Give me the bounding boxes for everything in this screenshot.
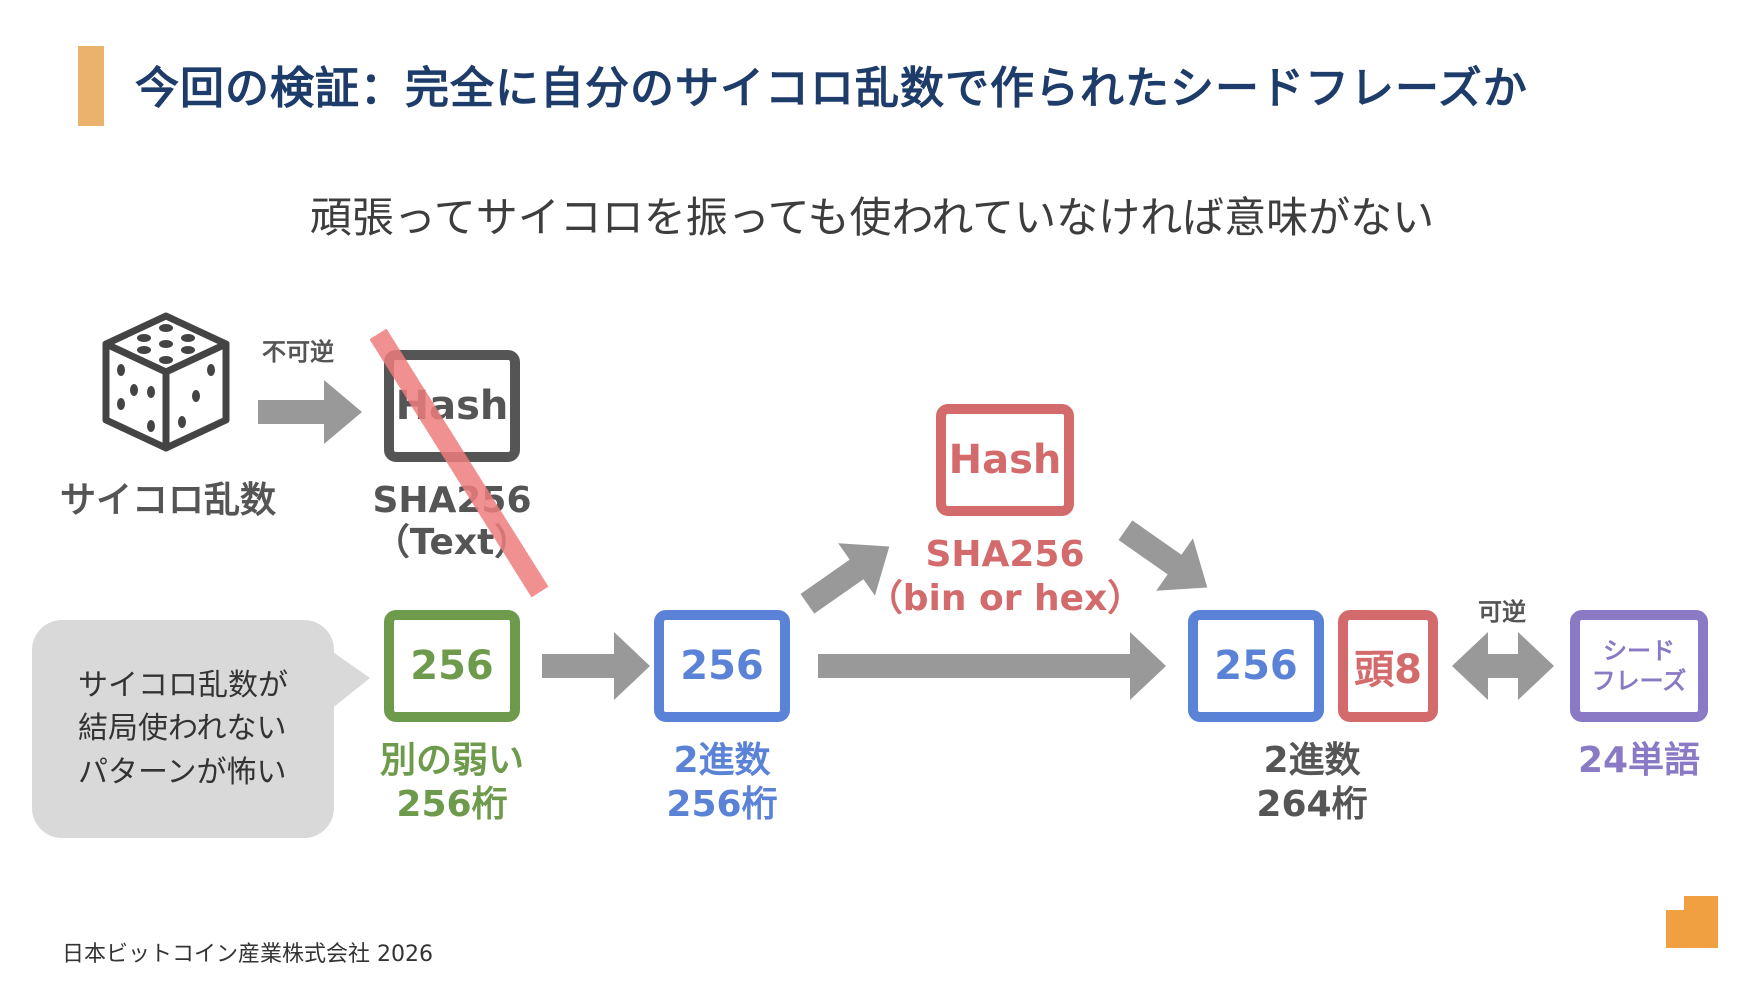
arrow-binary-to-binary264 bbox=[818, 632, 1166, 700]
hash-text-label-line1: SHA256 bbox=[372, 480, 532, 521]
seed-phrase-box: シード フレーズ bbox=[1570, 610, 1708, 722]
binary-256-label-line1: 2進数 bbox=[673, 740, 771, 781]
weak-256-box: 256 bbox=[384, 610, 520, 722]
company-logo-icon bbox=[1666, 896, 1718, 948]
reversible-label: 可逆 bbox=[1478, 598, 1526, 626]
dice-icon bbox=[102, 312, 230, 452]
arrow-diag-up bbox=[800, 543, 890, 614]
dice-label: サイコロ乱数 bbox=[59, 480, 276, 521]
irreversible-label: 不可逆 bbox=[262, 338, 334, 366]
callout-line2: 結局使われない bbox=[78, 711, 287, 747]
callout-line3: パターンが怖い bbox=[78, 754, 287, 790]
seed-phrase-box-line1: シード bbox=[1603, 637, 1675, 665]
weak-256-label-line1: 別の弱い bbox=[379, 740, 524, 781]
checksum-box: 頭8 bbox=[1338, 610, 1438, 722]
arrow-weak-to-binary bbox=[542, 632, 650, 700]
binary-264-box: 256 bbox=[1188, 610, 1324, 722]
page-subtitle: 頑張ってサイコロを振っても使われていなければ意味がない bbox=[309, 193, 1435, 242]
hash-bin-label-line2: （bin or hex） bbox=[866, 578, 1144, 619]
arrow-diag-down bbox=[1118, 520, 1208, 591]
seed-phrase-label: 24単語 bbox=[1577, 740, 1701, 781]
page-title: 今回の検証：完全に自分のサイコロ乱数で作られたシードフレーズか bbox=[135, 63, 1528, 114]
callout-line1: サイコロ乱数が bbox=[78, 667, 288, 703]
seed-phrase-box-line2: フレーズ bbox=[1591, 667, 1687, 695]
binary-256-label-line2: 256桁 bbox=[666, 784, 778, 825]
binary-264-label-line1: 2進数 bbox=[1263, 740, 1361, 781]
callout-tail bbox=[330, 650, 370, 710]
strikethrough-line bbox=[370, 328, 549, 598]
hash-bin-label-line1: SHA256 bbox=[925, 534, 1085, 575]
binary-256-box: 256 bbox=[654, 610, 790, 722]
hash-bin-box: Hash bbox=[936, 404, 1074, 516]
weak-256-label-line2: 256桁 bbox=[396, 784, 508, 825]
callout-bubble: サイコロ乱数が 結局使われない パターンが怖い bbox=[32, 620, 334, 838]
arrow-bidirectional bbox=[1452, 632, 1554, 700]
arrow-dice-to-hash bbox=[258, 380, 362, 444]
callout-text: サイコロ乱数が 結局使われない パターンが怖い bbox=[78, 664, 288, 795]
title-accent-bar bbox=[78, 46, 104, 126]
binary-264-label-line2: 264桁 bbox=[1256, 784, 1368, 825]
footer-text: 日本ビットコイン産業株式会社 2026 bbox=[62, 942, 433, 967]
